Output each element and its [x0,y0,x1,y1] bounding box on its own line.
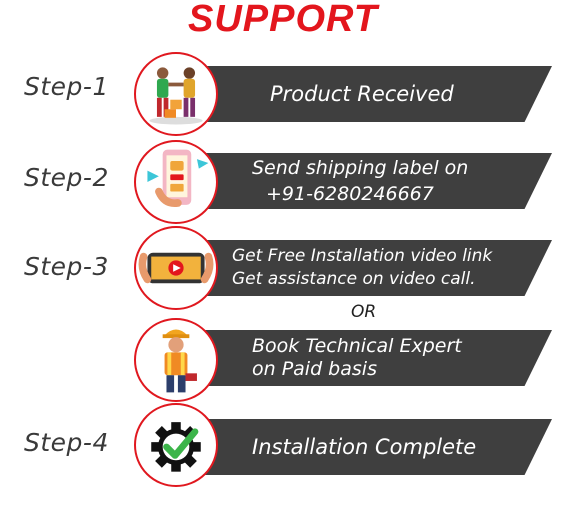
gear-check-icon [134,403,218,487]
step-2-banner: Send shipping label on +91-6280246667 [186,153,552,209]
handshake-delivery-icon [134,52,218,136]
step-1-text: Product Received [270,82,454,106]
or-separator: OR [351,302,377,322]
technician-line-1: Book Technical Expert [252,335,462,357]
step-3-label: Step-3 [24,252,109,281]
technician-line-2: on Paid basis [252,358,377,380]
step-3-banner: Get Free Installation video link Get ass… [186,240,552,296]
step-2-label: Step-2 [24,163,109,192]
step-1-banner: Product Received [186,66,552,122]
page-title: SUPPORT [187,0,378,40]
technician-banner: Book Technical Expert on Paid basis [186,330,552,386]
step-2-line-1: Send shipping label on [252,157,469,179]
step-4-text: Installation Complete [252,435,477,459]
video-phone-icon [134,226,218,310]
step-3-line-1: Get Free Installation video link [232,246,493,266]
step-1-label: Step-1 [24,72,109,101]
phone-send-icon [134,140,218,224]
step-3-line-2: Get assistance on video call. [232,269,476,289]
step-2-phone-number: +91-6280246667 [266,183,434,205]
technician-icon [134,318,218,402]
step-4-banner: Installation Complete [186,419,552,475]
step-4-label: Step-4 [24,428,109,457]
